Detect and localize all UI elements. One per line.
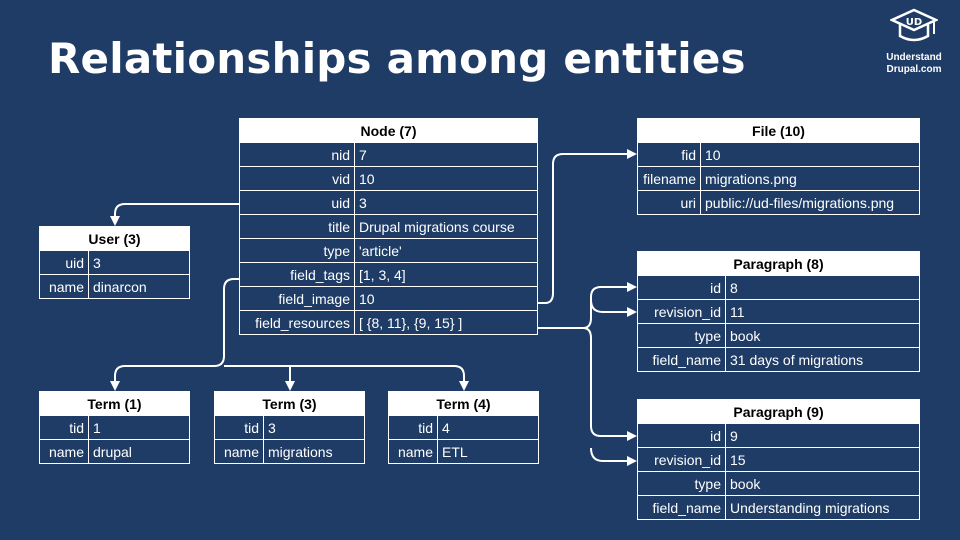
user-key: uid	[39, 250, 89, 275]
term-value: 3	[263, 415, 365, 440]
node-key: field_resources	[239, 310, 355, 335]
paragraph-key: id	[637, 423, 726, 448]
term-key: name	[388, 439, 438, 464]
paragraph-value: 11	[725, 299, 920, 324]
term-value: drupal	[88, 439, 190, 464]
paragraph-key: field_name	[637, 495, 726, 520]
paragraph-value: Understanding migrations	[725, 495, 920, 520]
term-key: name	[39, 439, 89, 464]
paragraph-9-title: Paragraph (9)	[637, 399, 920, 424]
node-value: [ {8, 11}, {9, 15} ]	[354, 310, 538, 335]
file-key: filename	[637, 166, 701, 191]
graduation-cap-ud-icon: UD	[888, 8, 940, 42]
node-key: nid	[239, 142, 355, 167]
paragraph-key: id	[637, 275, 726, 300]
term-key: name	[214, 439, 264, 464]
term-4-title: Term (4)	[388, 391, 539, 416]
file-value: migrations.png	[700, 166, 920, 191]
user-value: dinarcon	[88, 274, 190, 299]
node-value: Drupal migrations course	[354, 214, 538, 239]
connector-to-para8-rev	[590, 299, 637, 317]
connector-node-user	[110, 203, 239, 226]
paragraph-value: book	[725, 471, 920, 496]
term-value: ETL	[437, 439, 539, 464]
node-value: 10	[354, 286, 538, 311]
term-value: 1	[88, 415, 190, 440]
node-key: title	[239, 214, 355, 239]
node-table-title: Node (7)	[239, 118, 538, 143]
file-table-title: File (10)	[637, 118, 920, 143]
paragraph-value: 9	[725, 423, 920, 448]
term-value: 4	[437, 415, 539, 440]
connector-to-para9-rev	[590, 447, 637, 466]
paragraph-value: 31 days of migrations	[725, 347, 920, 372]
term-key: tid	[214, 415, 264, 440]
term-key: tid	[388, 415, 438, 440]
connector-to-term3	[224, 365, 295, 391]
logo-line-2: Drupal.com	[886, 64, 942, 75]
user-table-title: User (3)	[39, 226, 190, 251]
connector-node-file	[538, 149, 637, 304]
user-key: name	[39, 274, 89, 299]
paragraph-key: revision_id	[637, 447, 726, 472]
node-key: type	[239, 238, 355, 263]
file-value: 10	[700, 142, 920, 167]
node-value: [1, 3, 4]	[354, 262, 538, 287]
file-key: fid	[637, 142, 701, 167]
svg-text:UD: UD	[906, 17, 922, 28]
node-value: 3	[354, 190, 538, 215]
paragraph-key: field_name	[637, 347, 726, 372]
term-value: migrations	[263, 439, 365, 464]
term-key: tid	[39, 415, 89, 440]
paragraph-value: book	[725, 323, 920, 348]
paragraph-key: type	[637, 471, 726, 496]
node-key: uid	[239, 190, 355, 215]
node-key: vid	[239, 166, 355, 191]
node-value: 'article'	[354, 238, 538, 263]
logo-line-1: Understand	[886, 52, 942, 63]
node-key: field_image	[239, 286, 355, 311]
file-key: uri	[637, 190, 701, 215]
paragraph-key: type	[637, 323, 726, 348]
user-value: 3	[88, 250, 190, 275]
paragraph-value: 15	[725, 447, 920, 472]
term-3-title: Term (3)	[214, 391, 365, 416]
connector-to-para9	[582, 327, 637, 441]
node-value: 10	[354, 166, 538, 191]
node-key: field_tags	[239, 262, 355, 287]
term-1-title: Term (1)	[39, 391, 190, 416]
slide-title: Relationships among entities	[48, 34, 746, 83]
paragraph-value: 8	[725, 275, 920, 300]
connector-node-terms	[110, 278, 239, 391]
paragraph-key: revision_id	[637, 299, 726, 324]
file-value: public://ud-files/migrations.png	[700, 190, 920, 215]
paragraph-8-title: Paragraph (8)	[637, 251, 920, 276]
understand-drupal-logo: UD Understand Drupal.com	[872, 8, 956, 76]
node-value: 7	[354, 142, 538, 167]
connector-to-term4	[290, 365, 469, 391]
